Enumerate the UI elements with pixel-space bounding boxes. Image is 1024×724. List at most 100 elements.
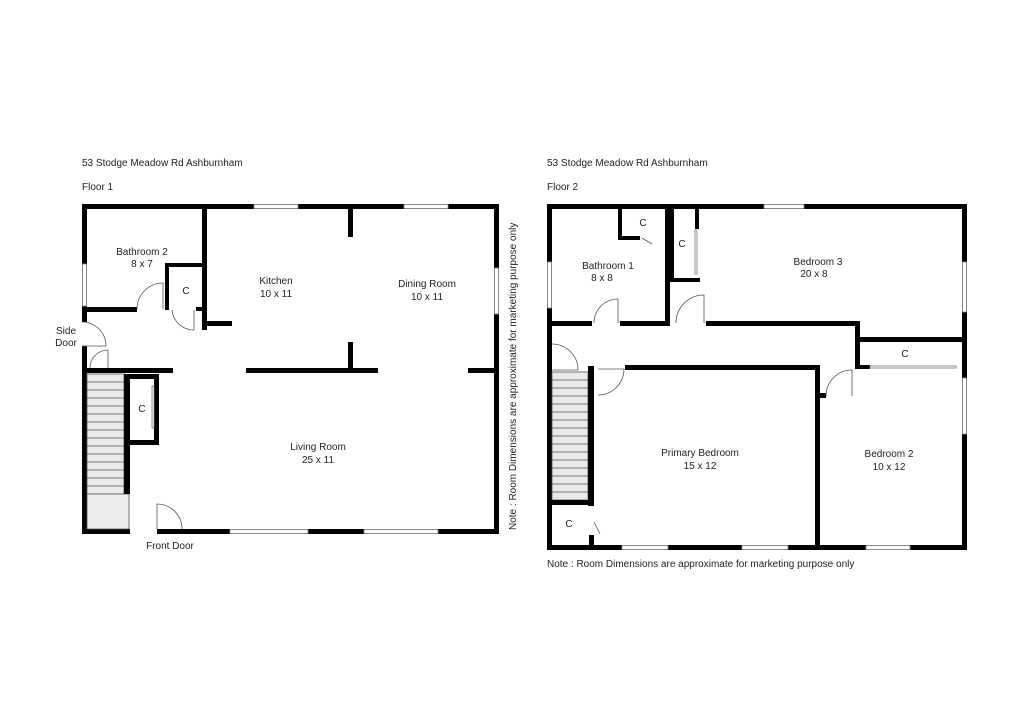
front-door-swing <box>156 503 183 530</box>
front-door-label: Front Door <box>146 541 194 552</box>
dining-room-dims: 10 x 11 <box>411 292 443 303</box>
f1-bath-door <box>136 282 164 310</box>
kitchen-name: Kitchen <box>259 276 292 287</box>
floor-1-label: Floor 1 <box>82 182 114 193</box>
f2-closet3-top <box>860 337 962 342</box>
f1-left-wall-lower <box>82 346 87 534</box>
floor-2-address: 53 Stodge Meadow Rd Ashburnham <box>547 158 708 169</box>
f2-stair-bottom-wall <box>552 500 594 505</box>
f2-bath-door <box>593 298 619 324</box>
f1-window-right <box>494 267 499 315</box>
bathroom-1-name: Bathroom 1 <box>582 261 634 272</box>
f2-bed2-door <box>825 369 853 397</box>
f2-closet4-door <box>593 521 601 535</box>
f2-bath-right-wall <box>665 209 670 325</box>
bedroom-3-dims: 20 x 8 <box>800 269 828 280</box>
f2-top-wall <box>547 204 967 209</box>
f1-closet2-top <box>128 374 158 379</box>
f1-closet-bottom <box>196 307 202 311</box>
f2-primary-top-wall <box>625 365 820 370</box>
f1-window-living-2 <box>363 529 439 534</box>
primary-bedroom-name: Primary Bedroom <box>661 448 739 459</box>
front-door-gap <box>130 529 157 534</box>
f2-bed3-door <box>675 294 705 324</box>
bedroom-2-name: Bedroom 2 <box>865 449 914 460</box>
living-room-name: Living Room <box>290 442 346 453</box>
living-room-dims: 25 x 11 <box>302 455 334 466</box>
f1-closet2-bottom <box>128 440 159 445</box>
side-door-swing <box>81 321 107 347</box>
f1-right-wall <box>494 204 499 534</box>
bedroom-3-name: Bedroom 3 <box>794 257 843 268</box>
floor-1-address: 53 Stodge Meadow Rd Ashburnham <box>82 158 243 169</box>
f1-window-bath <box>82 263 87 307</box>
f1-window-kitchen <box>253 204 299 209</box>
f1-closet-left <box>165 263 169 310</box>
f1-living-wall-right <box>468 368 495 373</box>
primary-bedroom-dims: 15 x 12 <box>684 461 717 472</box>
f2-stair-door <box>551 343 579 371</box>
f1-stairs <box>86 373 125 495</box>
floor-2-note: Note : Room Dimensions are approximate f… <box>547 559 854 570</box>
floor-2-label: Floor 2 <box>547 182 579 193</box>
f2-closet2-bottom <box>670 278 700 282</box>
f2-closet2-door <box>694 229 698 275</box>
f2-right-wall <box>962 204 967 550</box>
f1-closet-door <box>171 309 195 331</box>
f1-bath-right-wall <box>202 204 207 330</box>
f2-window-right-top <box>962 261 967 313</box>
f1-closet-1-label: C <box>182 286 189 297</box>
f2-primary-door <box>597 368 625 396</box>
f1-kitchen-stub <box>202 321 232 326</box>
f1-landing <box>86 493 130 530</box>
floor-2-plan: 53 Stodge Meadow Rd Ashburnham Floor 2 C… <box>547 158 967 570</box>
f2-window-left <box>547 261 552 309</box>
f2-bed2-stub <box>820 393 826 398</box>
f2-bath-closet-left <box>618 209 622 239</box>
f1-closet2-right <box>154 374 159 444</box>
kitchen-dims: 10 x 11 <box>260 289 292 300</box>
f1-window-dining <box>403 204 449 209</box>
f1-bath-bottom-wall-left <box>87 307 137 312</box>
f2-bed3-bottom-wall <box>706 321 860 326</box>
f2-stair-steps <box>552 379 588 493</box>
f1-dining-stub-top <box>348 209 353 237</box>
f2-bath-closet-bottom <box>618 236 640 240</box>
f2-window-bed3 <box>763 204 805 209</box>
f1-window-living-1 <box>229 529 309 534</box>
bathroom-1-dims: 8 x 8 <box>591 273 613 284</box>
f1-living-wall <box>246 368 378 373</box>
f2-closet3-bottom-left <box>860 365 870 369</box>
f2-window-primary-1 <box>621 545 669 550</box>
f2-bath-bottom-right <box>620 321 670 326</box>
f1-hall-door <box>89 349 109 369</box>
floor-1-plan: 53 Stodge Meadow Rd Ashburnham Floor 1 C <box>55 158 519 552</box>
f1-dining-stub-bottom <box>348 342 353 370</box>
side-door-label-line-2: Door <box>55 338 77 349</box>
f1-stair-wall <box>124 374 130 494</box>
f2-closet-2-label: C <box>678 239 685 250</box>
f2-closet-3-label: C <box>901 349 908 360</box>
f2-closet2-right <box>695 209 699 229</box>
floor-1-note: Note : Room Dimensions are approximate f… <box>508 223 519 530</box>
side-door-label-line-1: Side <box>56 326 76 337</box>
f2-stair-wall <box>588 366 594 506</box>
f1-closet-top <box>165 263 202 267</box>
f2-closet4-wall <box>589 535 594 545</box>
f2-window-right-bottom <box>962 377 967 435</box>
f2-bath-closet-door <box>641 237 653 245</box>
f1-hall-wall <box>87 368 173 373</box>
bedroom-2-dims: 10 x 12 <box>873 462 906 473</box>
f1-left-wall-upper <box>82 204 87 322</box>
f1-closet2-door <box>151 385 155 429</box>
f1-stair-steps <box>87 381 124 487</box>
bathroom-2-name: Bathroom 2 <box>116 247 168 258</box>
dining-room-name: Dining Room <box>398 279 456 290</box>
f2-hall-right-wall <box>855 321 860 369</box>
f2-left-wall <box>547 204 552 550</box>
f2-bath-bottom-left <box>552 321 592 326</box>
f2-closet-4-label: C <box>565 519 572 530</box>
bathroom-2-dims: 8 x 7 <box>131 259 153 270</box>
f2-closet2-left <box>670 209 674 281</box>
